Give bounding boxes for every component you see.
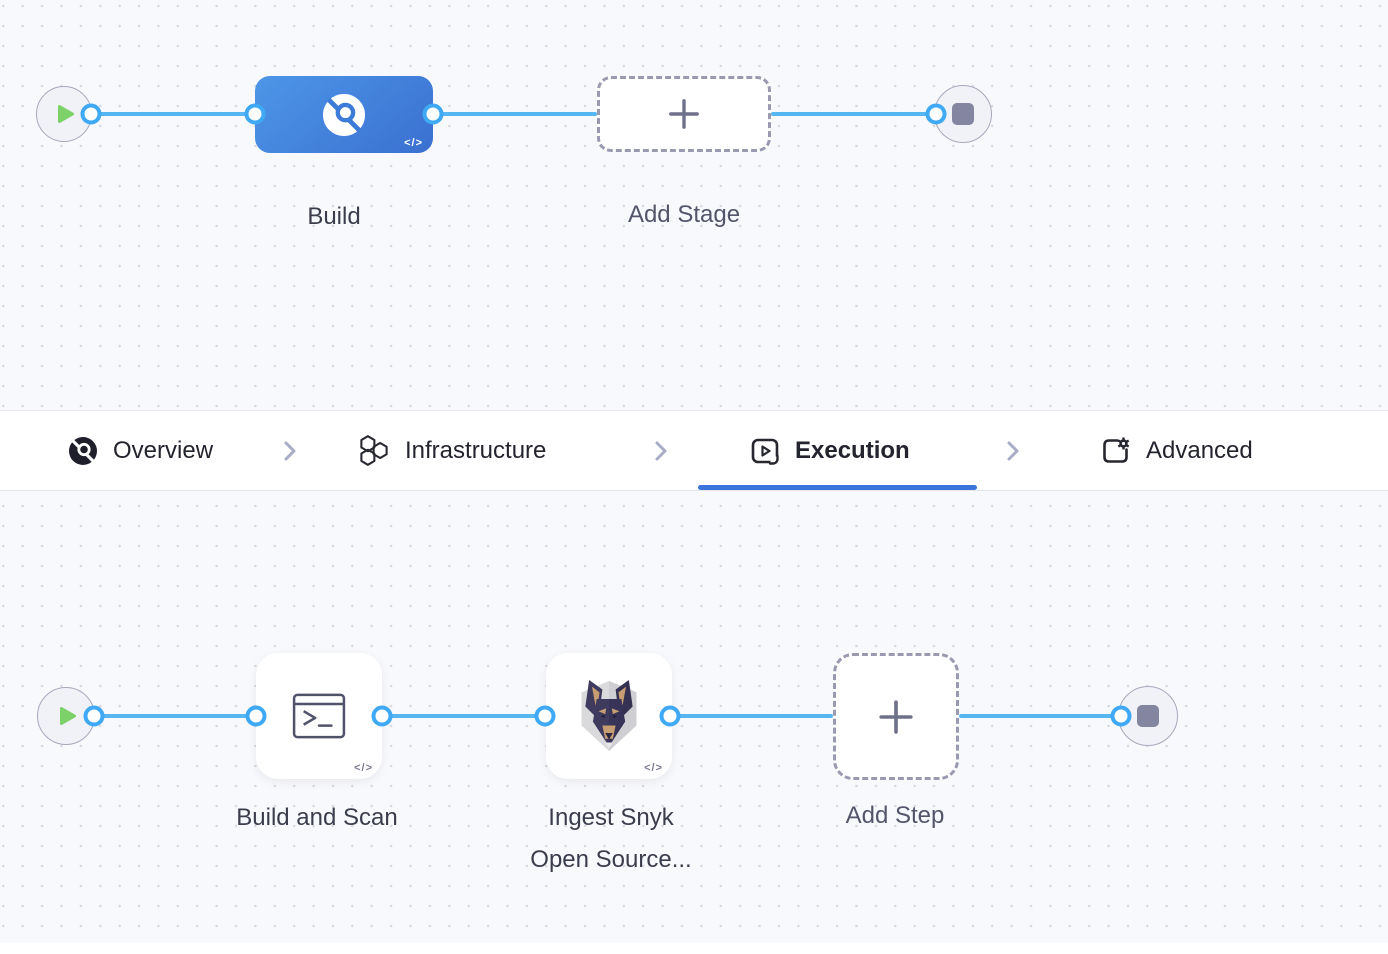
chevron-right-icon xyxy=(655,441,667,460)
play-icon xyxy=(58,105,74,123)
plus-icon xyxy=(879,699,913,734)
chevron-right-icon xyxy=(284,441,296,460)
step-label-line: Ingest Snyk xyxy=(548,804,674,831)
code-badge: </> xyxy=(354,762,373,774)
run-step-node[interactable]: </> xyxy=(256,653,382,779)
stage-tab-bar: Overview Infrastructure Execution xyxy=(0,410,1388,491)
overview-icon xyxy=(69,436,97,465)
port xyxy=(80,103,102,125)
edge xyxy=(771,112,936,116)
add-step-button[interactable] xyxy=(833,653,959,780)
code-badge: </> xyxy=(404,137,423,149)
active-tab-underline xyxy=(698,485,977,490)
step-label-line: Open Source... xyxy=(530,846,692,873)
chevron-right-icon xyxy=(1007,441,1019,460)
edge xyxy=(94,714,256,718)
bottom-edge-strip xyxy=(0,943,1388,954)
stop-icon xyxy=(1137,705,1159,727)
port xyxy=(371,705,393,727)
step-label: Ingest Snyk Open Source... xyxy=(530,797,691,881)
port xyxy=(659,705,681,727)
port xyxy=(925,103,947,125)
port xyxy=(245,705,267,727)
tab-overview[interactable]: Overview xyxy=(68,411,213,490)
add-stage-button[interactable] xyxy=(597,76,771,152)
snyk-step-node[interactable]: </> xyxy=(546,653,672,779)
tab-separator xyxy=(278,411,302,490)
edge xyxy=(91,112,255,116)
port xyxy=(83,705,105,727)
stop-icon xyxy=(952,103,974,125)
tab-label: Advanced xyxy=(1146,436,1253,464)
snyk-logo-icon xyxy=(581,680,637,751)
gear-glyph xyxy=(1117,437,1130,449)
play-icon xyxy=(60,707,76,725)
add-stage-label: Add Stage xyxy=(627,201,741,228)
ci-stage-icon xyxy=(322,93,366,136)
stage-label: Build xyxy=(307,203,361,230)
terminal-icon xyxy=(292,693,346,739)
edge xyxy=(959,714,1121,718)
add-step-label: Add Step xyxy=(845,802,945,829)
tab-label: Overview xyxy=(113,436,214,464)
tab-label: Infrastructure xyxy=(405,436,547,464)
port xyxy=(534,705,556,727)
tab-separator xyxy=(649,411,673,490)
tab-infrastructure[interactable]: Infrastructure xyxy=(358,411,546,490)
tab-separator xyxy=(1001,411,1025,490)
port xyxy=(244,103,266,125)
advanced-icon xyxy=(1103,437,1130,463)
port xyxy=(1110,705,1132,727)
edge xyxy=(433,112,597,116)
plus-icon xyxy=(669,99,699,129)
code-badge: </> xyxy=(644,762,663,774)
infrastructure-icon xyxy=(360,435,388,466)
execution-icon xyxy=(751,438,780,466)
port xyxy=(422,103,444,125)
edge xyxy=(670,714,833,718)
tab-execution[interactable]: Execution xyxy=(750,411,910,490)
step-label: Build and Scan xyxy=(236,804,398,831)
tab-label: Execution xyxy=(795,436,910,464)
build-stage-node[interactable]: </> xyxy=(255,76,433,153)
edge xyxy=(382,714,545,718)
tab-advanced[interactable]: Advanced xyxy=(1101,411,1253,490)
